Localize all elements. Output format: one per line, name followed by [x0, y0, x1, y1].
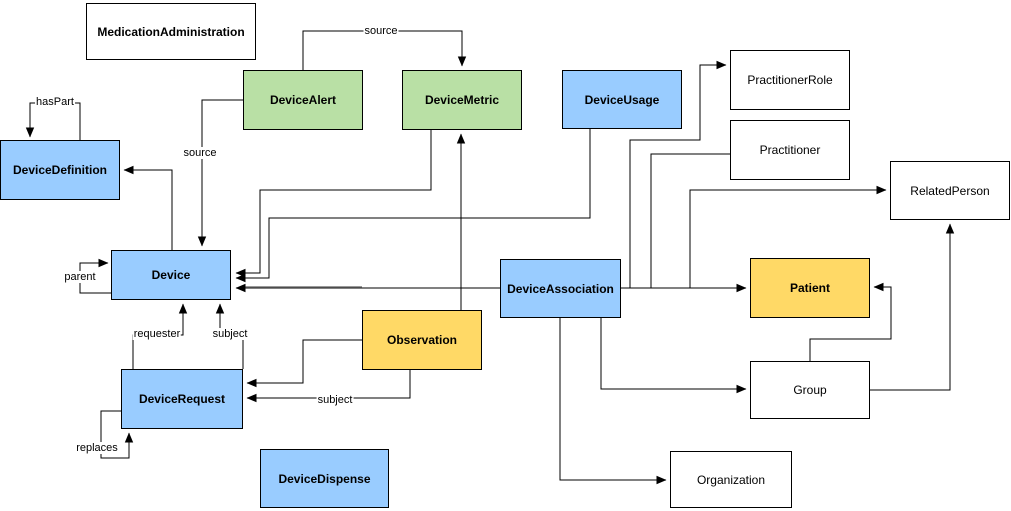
- node-label-device-metric: DeviceMetric: [424, 93, 500, 107]
- edge-devicealert-source-to-device: [197, 99, 243, 247]
- node-practitioner-role[interactable]: PractitionerRole: [730, 50, 850, 110]
- node-device-metric[interactable]: DeviceMetric: [402, 70, 522, 130]
- edge-label-observation-subject-to-devicerequest: subject: [316, 394, 354, 406]
- node-label-device-definition: DeviceDefinition: [12, 163, 108, 177]
- node-device-association[interactable]: DeviceAssociation: [500, 259, 621, 318]
- edge-devicerequest-replaces-self: [100, 410, 134, 459]
- edge-devicemetric-to-device: [235, 130, 432, 278]
- node-label-practitioner: Practitioner: [759, 143, 821, 157]
- edge-observation-to-devicerequest: [246, 339, 362, 388]
- node-medication-administration[interactable]: MedicationAdministration: [86, 3, 256, 60]
- edge-label-devicerequest-subject-to-device: subject: [211, 328, 249, 340]
- node-related-person[interactable]: RelatedPerson: [890, 161, 1010, 220]
- node-group[interactable]: Group: [750, 361, 870, 419]
- node-label-medication-administration: MedicationAdministration: [97, 24, 245, 39]
- node-device-definition[interactable]: DeviceDefinition: [0, 140, 120, 200]
- edge-devicedefinition-haspart-self: [25, 102, 81, 140]
- edge-deviceassociation-to-practitioner: [621, 153, 730, 289]
- node-label-practitioner-role: PractitionerRole: [747, 73, 833, 87]
- node-label-device-alert: DeviceAlert: [269, 93, 337, 107]
- node-label-group: Group: [793, 383, 827, 397]
- node-label-device-usage: DeviceUsage: [584, 92, 660, 107]
- node-label-device: Device: [151, 268, 191, 282]
- edge-label-devicealert-source-to-devicemetric: source: [363, 25, 399, 37]
- node-device-usage[interactable]: DeviceUsage: [562, 70, 682, 129]
- edge-label-devicerequest-replaces-self: replaces: [75, 442, 119, 454]
- node-practitioner[interactable]: Practitioner: [730, 120, 850, 180]
- node-patient[interactable]: Patient: [750, 258, 870, 318]
- edge-label-devicedefinition-haspart-self: hasPart: [35, 96, 75, 108]
- node-label-organization: Organization: [696, 472, 766, 487]
- edge-deviceassociation-to-relatedperson: [621, 185, 887, 289]
- node-label-device-dispense: DeviceDispense: [278, 471, 371, 486]
- edge-deviceusage-to-device: [235, 129, 591, 283]
- node-label-device-request: DeviceRequest: [138, 392, 226, 406]
- edge-label-devicealert-source-to-device: source: [182, 147, 218, 159]
- edge-group-to-patient: [809, 282, 892, 361]
- edge-deviceassociation-to-group: [600, 318, 747, 394]
- node-label-observation: Observation: [386, 333, 458, 347]
- node-label-device-association: DeviceAssociation: [507, 281, 614, 296]
- node-observation[interactable]: Observation: [362, 310, 482, 370]
- edge-label-device-parent-self: parent: [63, 271, 97, 283]
- node-label-related-person: RelatedPerson: [910, 183, 990, 198]
- node-device-alert[interactable]: DeviceAlert: [243, 70, 363, 130]
- edge-observation-subject-to-devicerequest: [246, 370, 411, 403]
- node-device-request[interactable]: DeviceRequest: [121, 369, 243, 429]
- edge-group-to-relatedperson: [870, 223, 955, 391]
- node-organization[interactable]: Organization: [670, 451, 792, 508]
- node-label-patient: Patient: [789, 281, 830, 295]
- edge-group: [25, 30, 955, 485]
- node-device[interactable]: Device: [111, 250, 231, 300]
- edge-label-devicerequest-requester-to-device: requester: [132, 328, 182, 340]
- node-device-dispense[interactable]: DeviceDispense: [260, 449, 389, 508]
- edge-device-to-devicedefinition: [123, 165, 173, 250]
- edge-deviceassociation-to-organization: [559, 318, 667, 485]
